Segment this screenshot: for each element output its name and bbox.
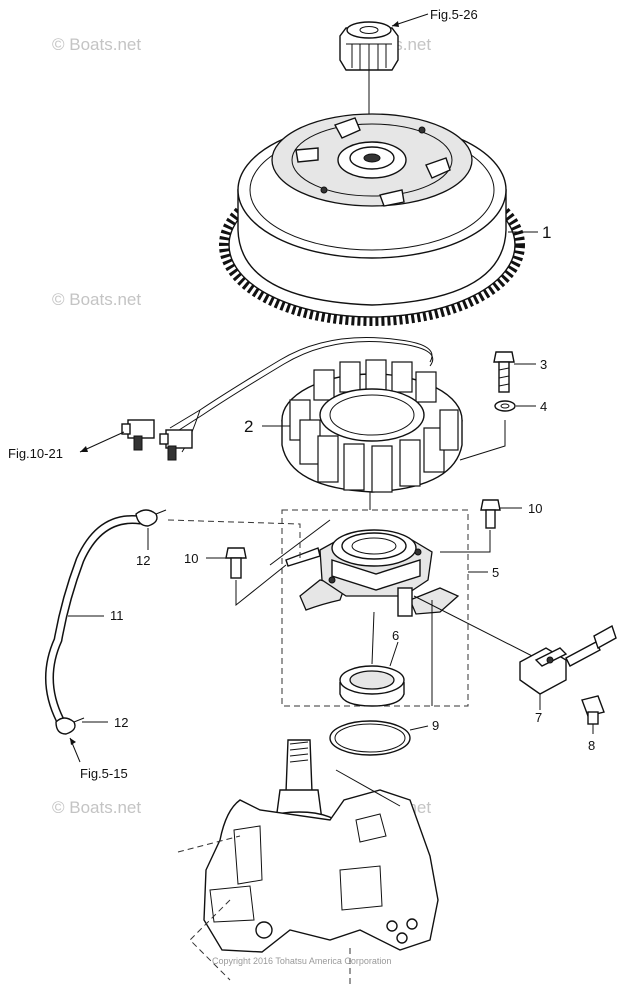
stator-bolt[interactable] (493, 351, 515, 393)
watermark-mid-left: © Boats.net (52, 290, 141, 309)
sensor-guide-line (413, 595, 541, 661)
callout-2[interactable]: 2 (244, 417, 253, 436)
fig-5-15-arrowhead (70, 738, 76, 745)
flywheel-nut[interactable] (339, 21, 399, 71)
watermark-top-left: © Boats.net (52, 35, 141, 54)
stator-bracket[interactable] (285, 529, 460, 617)
callout-6[interactable]: 6 (392, 628, 399, 643)
callout-3[interactable]: 3 (540, 357, 547, 372)
ref-fig-5-15[interactable]: Fig.5-15 (80, 766, 128, 781)
fig-10-21-arrowhead (80, 446, 88, 452)
callout-4[interactable]: 4 (540, 399, 547, 414)
sensor-bolt[interactable] (581, 695, 605, 725)
stator-washer[interactable] (494, 400, 516, 412)
copyright: Copyright 2016 Tohatsu America Corporati… (212, 956, 391, 966)
bolt-left-installation-line (235, 564, 287, 607)
hose-clip-top[interactable] (135, 509, 167, 527)
bracket-bolt-left[interactable] (225, 547, 247, 579)
sensor[interactable] (519, 624, 617, 695)
callout-8[interactable]: 8 (588, 738, 595, 753)
flywheel[interactable] (219, 113, 525, 326)
callout-12-top[interactable]: 12 (136, 553, 150, 568)
fig-10-21-leader (79, 431, 125, 453)
bolt-installation-line (459, 420, 506, 461)
ref-fig-5-26[interactable]: Fig.5-26 (430, 7, 478, 22)
watermark-bottom-left: © Boats.net (52, 798, 141, 817)
o-ring[interactable] (329, 720, 411, 756)
callout-9-leader (409, 725, 429, 731)
fig-5-26-arrowhead (392, 21, 399, 27)
stator-harness[interactable] (121, 337, 434, 461)
hose-routing-line (167, 519, 301, 562)
callout-10-left[interactable]: 10 (184, 551, 198, 566)
hose[interactable] (45, 515, 145, 725)
ref-fig-10-21[interactable]: Fig.10-21 (8, 446, 63, 461)
callout-12-bottom[interactable]: 12 (114, 715, 128, 730)
oil-seal[interactable] (339, 665, 405, 707)
seal-centerline (371, 611, 375, 665)
stator[interactable] (281, 359, 463, 493)
bolt-right-installation-line (440, 530, 491, 553)
callout-11[interactable]: 11 (110, 608, 124, 623)
hose-clip-bottom[interactable] (55, 717, 85, 735)
bracket-group-box (281, 509, 469, 707)
callout-7[interactable]: 7 (535, 710, 542, 725)
callout-6-leader (389, 641, 399, 667)
callout-1[interactable]: 1 (542, 223, 551, 242)
bracket-bolt-right[interactable] (480, 499, 501, 529)
callout-10-right[interactable]: 10 (528, 501, 542, 516)
crankcase (177, 769, 439, 988)
callout-5[interactable]: 5 (492, 565, 499, 580)
callout-9[interactable]: 9 (432, 718, 439, 733)
